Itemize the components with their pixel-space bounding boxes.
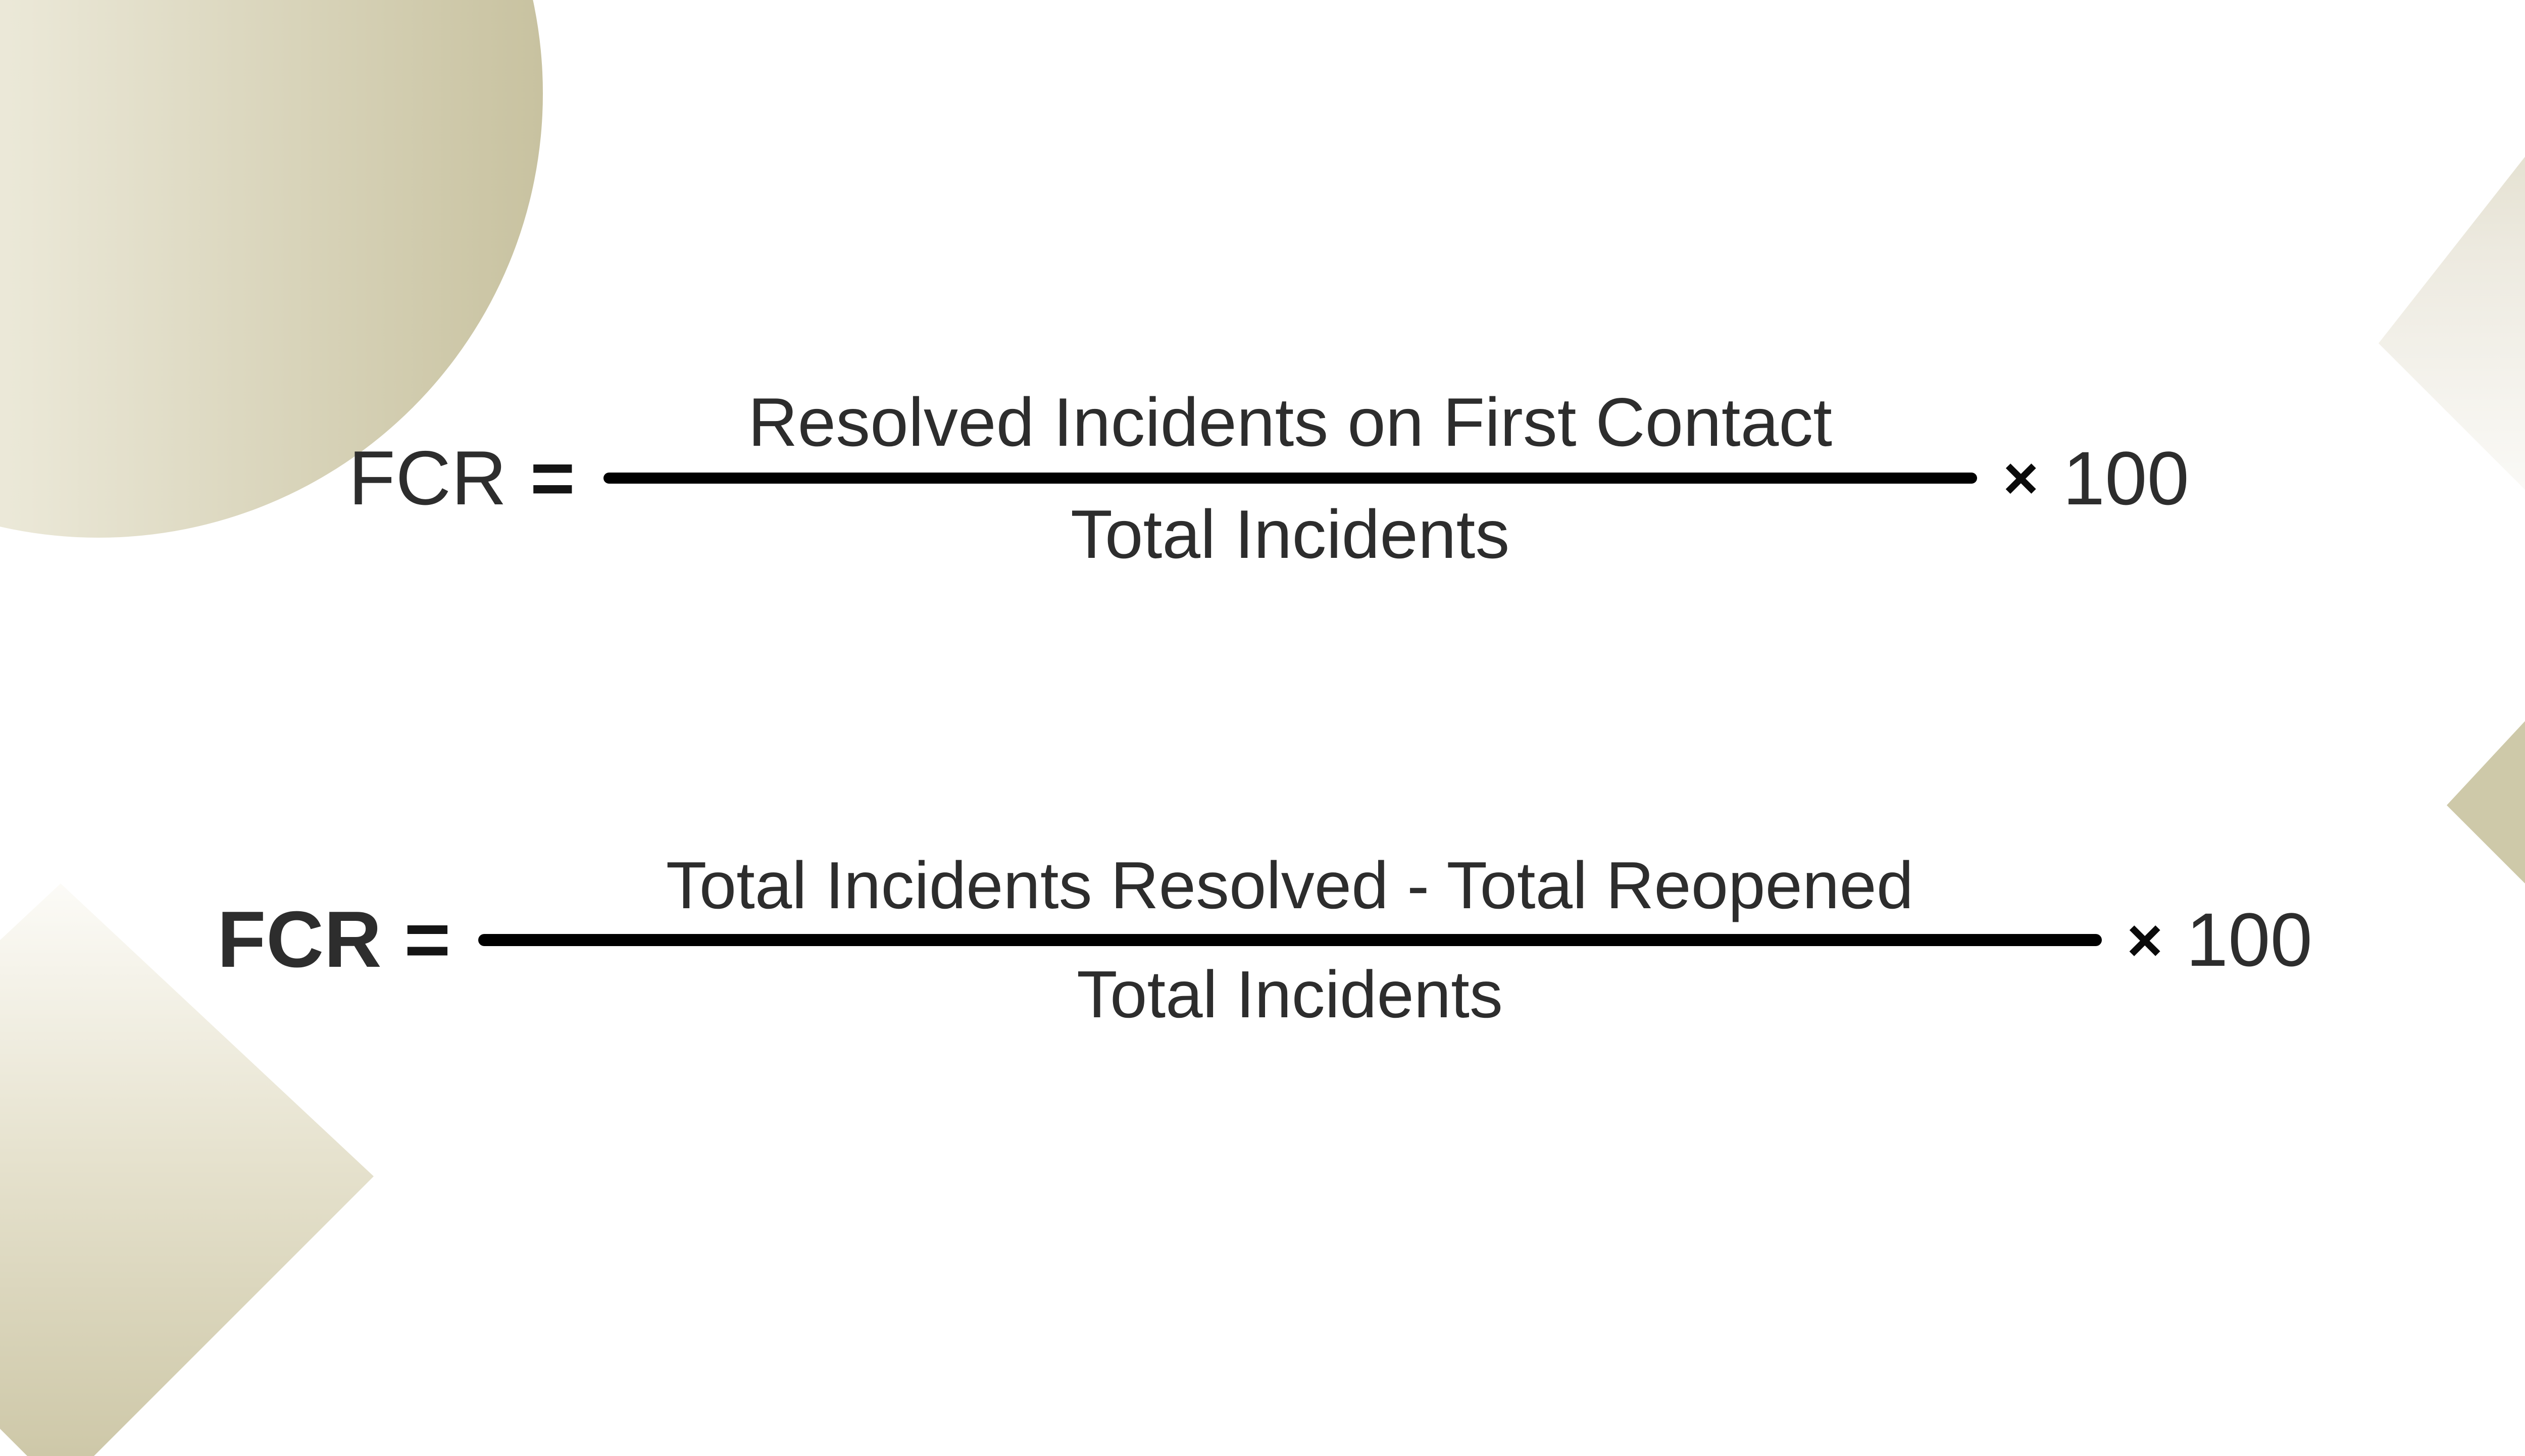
formula-2-equals-sign: = <box>404 895 451 984</box>
formula-1-multiplier: 100 <box>2062 435 2190 521</box>
formula-1-variable: FCR <box>348 435 507 521</box>
formula-fcr-first-contact: FCR = Resolved Incidents on First Contac… <box>348 384 2189 573</box>
multiply-icon: × <box>2003 444 2039 512</box>
multiply-icon: × <box>2127 905 2163 974</box>
formula-2-left-hand-side: FCR = <box>217 894 451 985</box>
formula-2-fraction-bar <box>478 933 2102 946</box>
formula-1-right-hand-side: × 100 <box>2003 435 2189 522</box>
formula-2-variable: FCR <box>217 895 382 984</box>
formula-1-numerator: Resolved Incidents on First Contact <box>748 384 1833 460</box>
formula-2-right-hand-side: × 100 <box>2127 896 2313 983</box>
diamond-right-shape <box>2447 721 2525 883</box>
formula-1-fraction-bar <box>603 473 1977 484</box>
formula-1-equals-sign: = <box>530 435 575 521</box>
formula-2-denominator: Total Incidents <box>1077 957 1503 1031</box>
formula-fcr-reopened: FCR = Total Incidents Resolved - Total R… <box>217 848 2312 1032</box>
formula-1-fraction: Resolved Incidents on First Contact Tota… <box>603 384 1977 573</box>
formula-1-left-hand-side: FCR = <box>348 434 575 523</box>
formula-2-numerator: Total Incidents Resolved - Total Reopene… <box>666 848 1914 922</box>
diamond-top-right-shape <box>2379 157 2525 490</box>
formula-2-fraction: Total Incidents Resolved - Total Reopene… <box>478 848 2102 1032</box>
formula-2-multiplier: 100 <box>2186 897 2313 982</box>
formula-1-denominator: Total Incidents <box>1070 496 1510 573</box>
